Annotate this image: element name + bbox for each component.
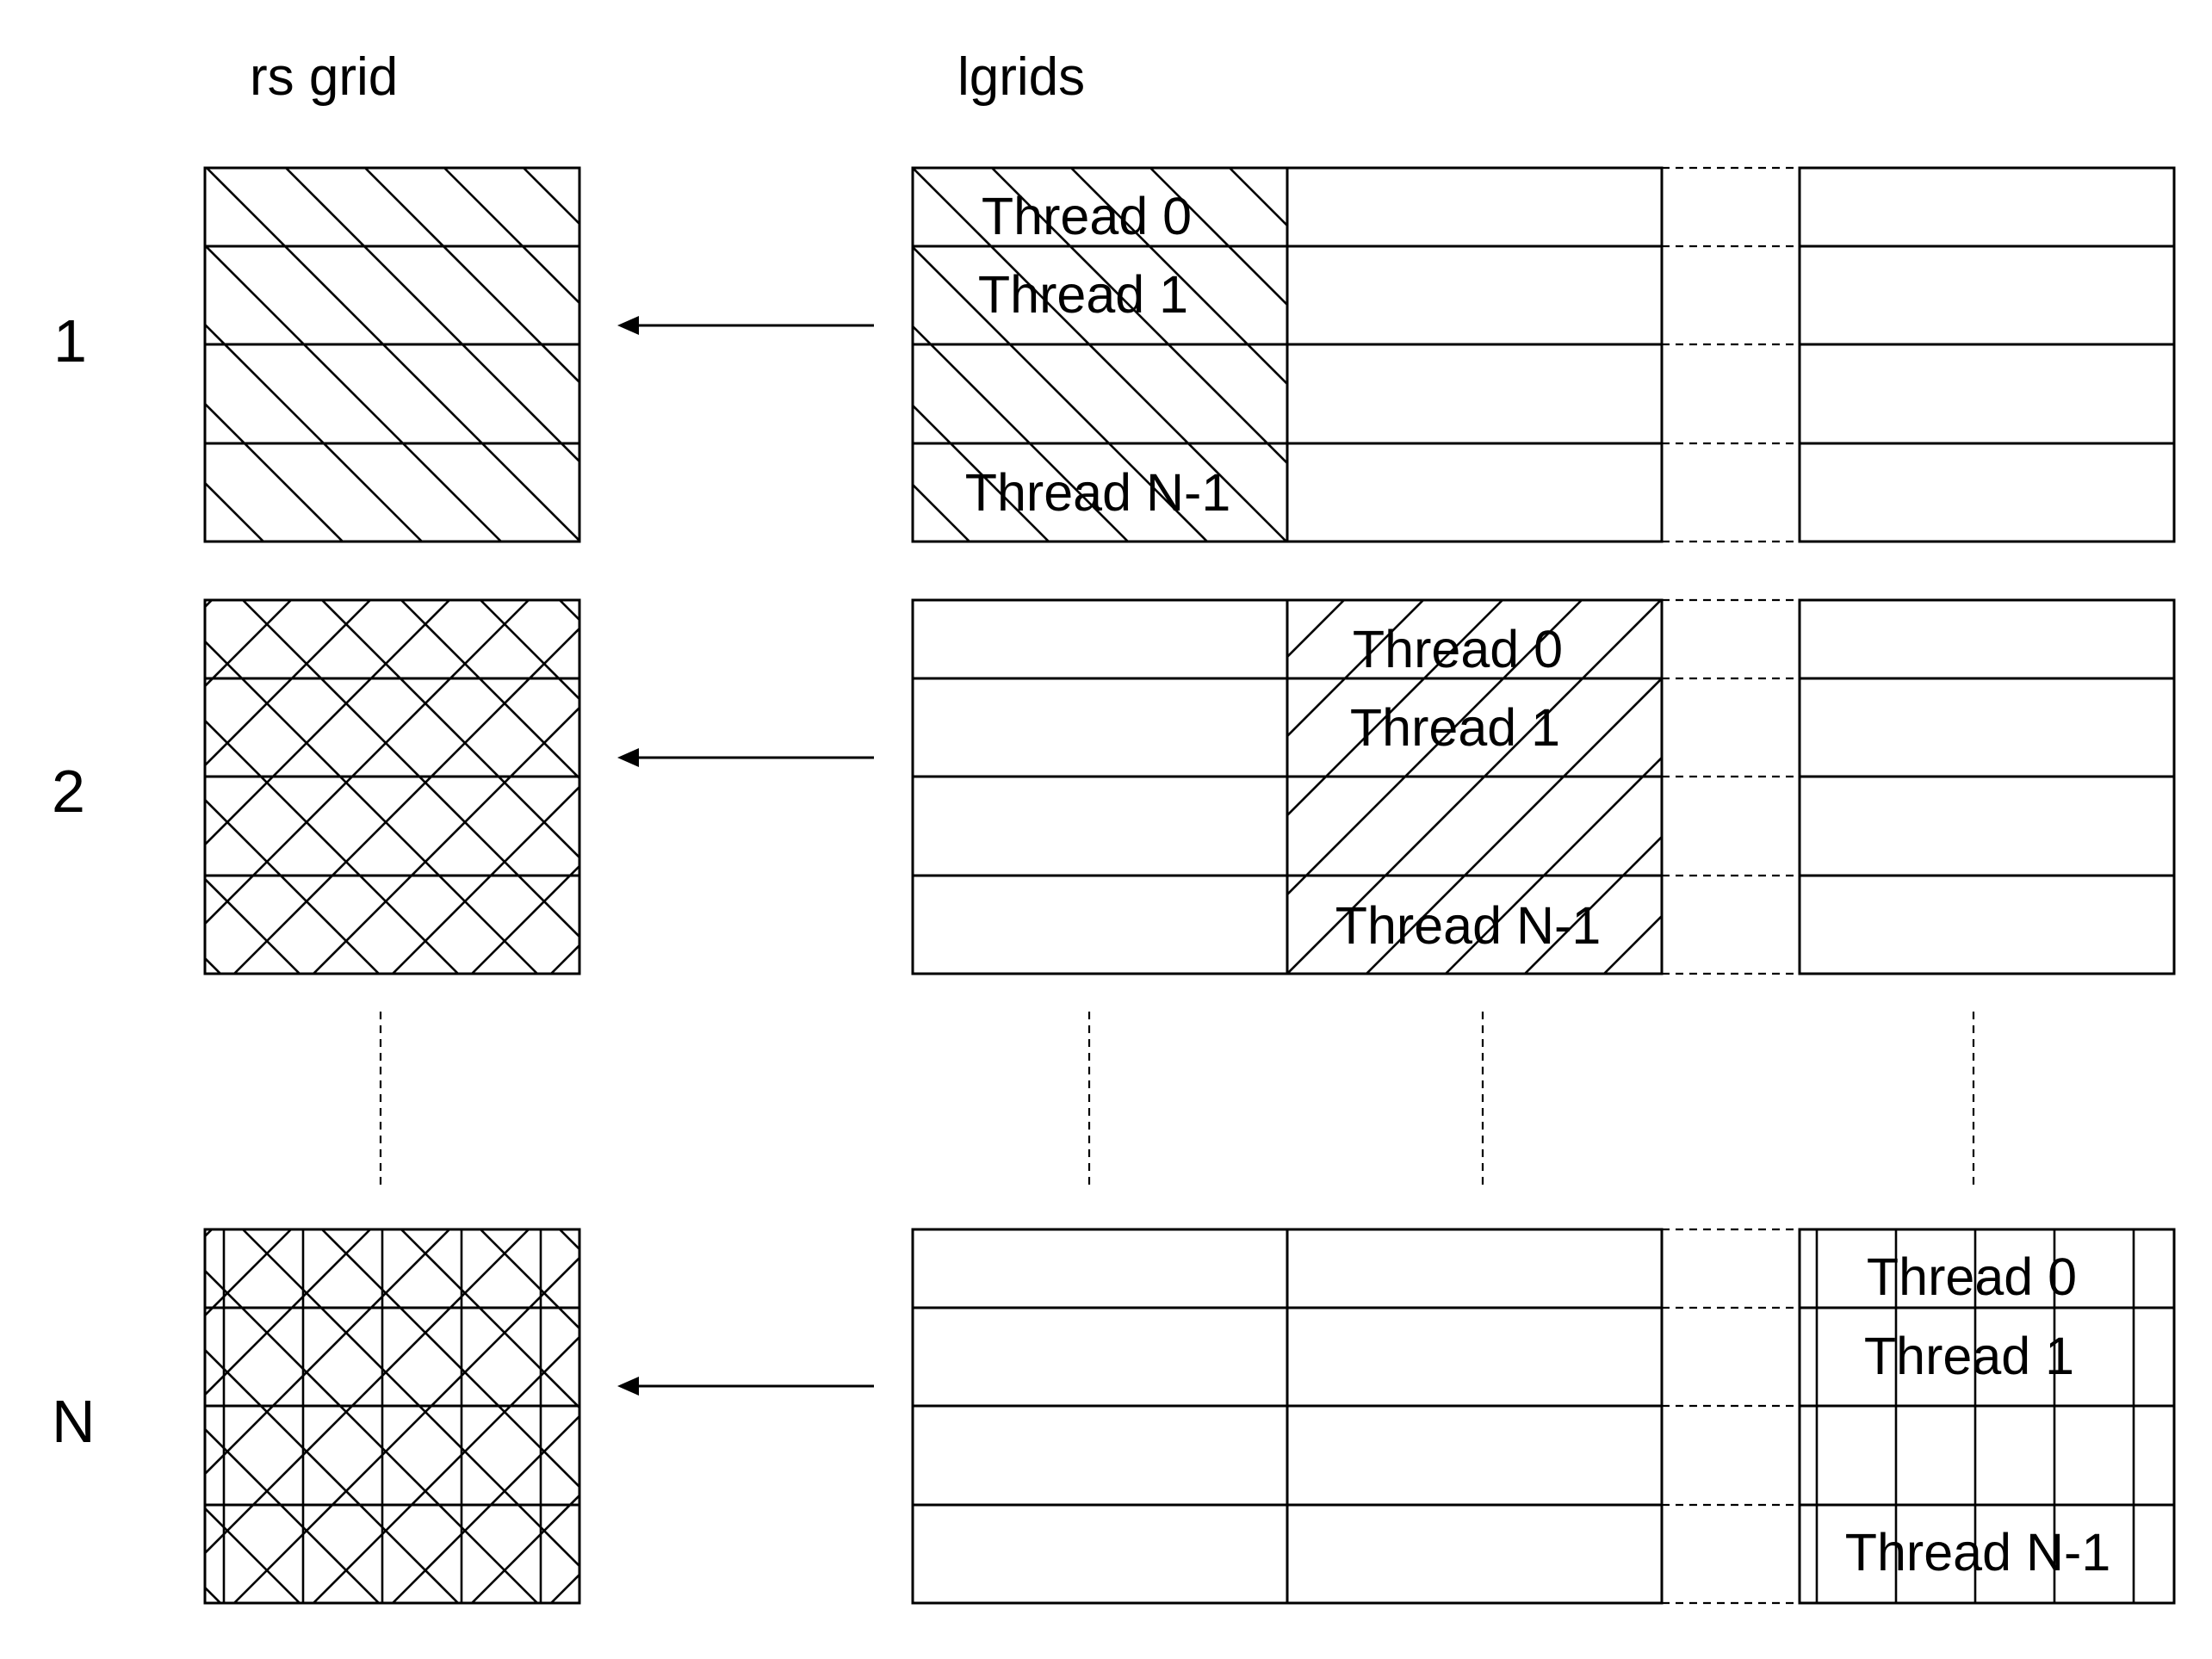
left-arrow-icon [617,748,874,767]
thread-label: Thread 1 [1350,698,1560,757]
thread-label: Thread N-1 [965,463,1231,522]
thread-label: Thread N-1 [1335,896,1602,955]
thread-label: Thread 0 [982,187,1192,245]
row-block-2: Thread 0 Thread 1 Thread N-1 [203,598,2176,975]
thread-label: Thread 1 [1864,1327,2074,1385]
thread-label: Thread 0 [1867,1247,2077,1306]
lgrids-1: Thread 0 Thread 1 Thread N-1 [911,166,2176,543]
lgrids-header: lgrids [957,47,1085,107]
hatch-diagonal-down [205,168,579,542]
rs-grid-frame [203,166,581,543]
hatch-active-column [1287,600,1662,974]
thread-label: Thread 1 [978,265,1188,324]
thread-label: Thread 0 [1353,620,1563,678]
row-label-1: 1 [53,307,87,375]
thread-label: Thread N-1 [1845,1523,2111,1582]
row-block-1: Thread 0 Thread 1 Thread N-1 [203,166,2176,543]
lgrids-n: Thread 0 Thread 1 Thread N-1 [911,1228,2176,1605]
lgrids-2: Thread 0 Thread 1 Thread N-1 [911,598,2176,975]
rs-grid-n [203,1228,581,1605]
left-arrow-icon [617,1377,874,1396]
hatch-cross-vertical [205,1229,579,1603]
rs-grid-frame [203,598,581,975]
hatch-cross [205,600,579,974]
hatch-active-column [1815,1229,2135,1603]
hatch-active-column [913,168,1287,542]
row-block-n: Thread 0 Thread 1 Thread N-1 [203,1228,2176,1605]
row-label-2: 2 [52,758,85,825]
row-label-n: N [52,1388,96,1455]
rs-grid-1 [203,166,581,543]
rs-grid-2 [203,598,581,975]
rs-grid-frame [203,1228,581,1605]
continuation-dots [379,1012,1975,1188]
rs-grid-header: rs grid [250,47,398,107]
left-arrow-icon [617,316,874,335]
